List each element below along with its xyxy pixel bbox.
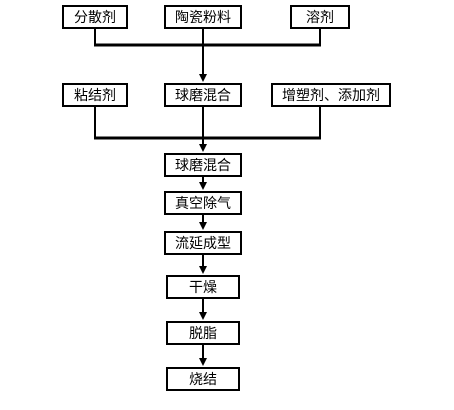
box-step-sintering: 烧结 [166, 367, 240, 391]
box-binder-label: 粘结剂 [74, 88, 116, 104]
box-step-debinding: 脱脂 [166, 321, 240, 345]
box-dispersant-label: 分散剂 [74, 10, 116, 26]
box-ball-mill-1: 球磨混合 [164, 83, 242, 107]
box-solvent: 溶剂 [290, 5, 350, 29]
step-sintering-label: 烧结 [189, 372, 217, 388]
box-plasticizer-label: 增塑剂、添加剂 [282, 88, 380, 104]
step-vacuum-degassing-label: 真空除气 [175, 196, 231, 212]
box-binder: 粘结剂 [62, 83, 128, 107]
box-ceramic-powder: 陶瓷粉料 [164, 5, 242, 29]
step-drying-label: 干燥 [189, 280, 217, 296]
step-debinding-label: 脱脂 [189, 326, 217, 342]
step-ball-mill-label: 球磨混合 [175, 158, 231, 174]
box-ceramic-powder-label: 陶瓷粉料 [175, 10, 231, 26]
box-plasticizer: 增塑剂、添加剂 [271, 83, 391, 107]
step-tape-casting-label: 流延成型 [175, 236, 231, 252]
box-step-drying: 干燥 [166, 275, 240, 299]
box-step-vacuum-degassing: 真空除气 [164, 191, 242, 215]
box-ball-mill-1-label: 球磨混合 [175, 88, 231, 104]
box-step-tape-casting: 流延成型 [164, 231, 242, 255]
box-dispersant: 分散剂 [62, 5, 128, 29]
box-solvent-label: 溶剂 [306, 10, 334, 26]
box-step-ball-mill: 球磨混合 [164, 153, 242, 177]
